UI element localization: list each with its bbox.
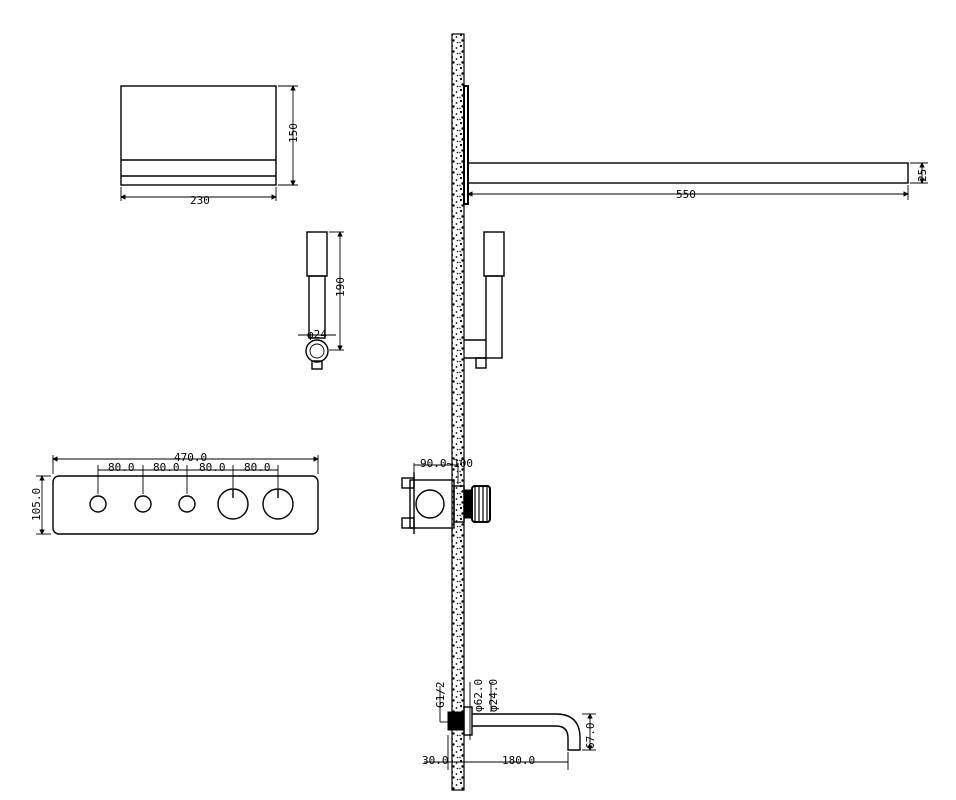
shower-arm-side-view (463, 85, 928, 205)
dim-spout-projection: 180.0 (502, 754, 535, 767)
dim-knob-spacing-1: 80.0 (108, 461, 135, 474)
dim-spout-drop: 67.0 (584, 723, 597, 750)
dim-knob-spacing-4: 80.0 (244, 461, 271, 474)
dim-shower-head-width: 230 (190, 194, 210, 207)
dim-shower-arm-thickness: 25 (916, 169, 929, 182)
bath-spout-side-view (424, 682, 596, 770)
dim-knob-spacing-3: 80.0 (199, 461, 226, 474)
dim-shower-arm-length: 550 (676, 188, 696, 201)
dim-spout-thread: G1/2 (434, 682, 447, 709)
dim-spout-flange-diameter: φ62.0 (472, 679, 485, 712)
dim-hand-shower-length: 190 (334, 277, 347, 297)
hand-shower-front-view (298, 231, 344, 370)
dim-spout-wall-offset: 30.0 (422, 754, 449, 767)
dim-spout-pipe-diameter: φ24.0 (487, 679, 500, 712)
dim-panel-height: 105.0 (30, 488, 43, 521)
dim-hand-shower-diameter: φ24 (307, 328, 327, 341)
dim-shower-head-height: 150 (287, 123, 300, 143)
concealed-valve-side-view (401, 463, 491, 534)
control-panel-front-view (36, 455, 319, 535)
dim-valve-depth-range: 90.0~100 (420, 457, 473, 470)
dim-panel-total-width: 470.0 (174, 451, 207, 464)
wall-section (451, 33, 465, 791)
shower-head-front-view (120, 85, 298, 201)
hand-shower-side-view (464, 231, 505, 369)
dim-knob-spacing-2: 80.0 (153, 461, 180, 474)
